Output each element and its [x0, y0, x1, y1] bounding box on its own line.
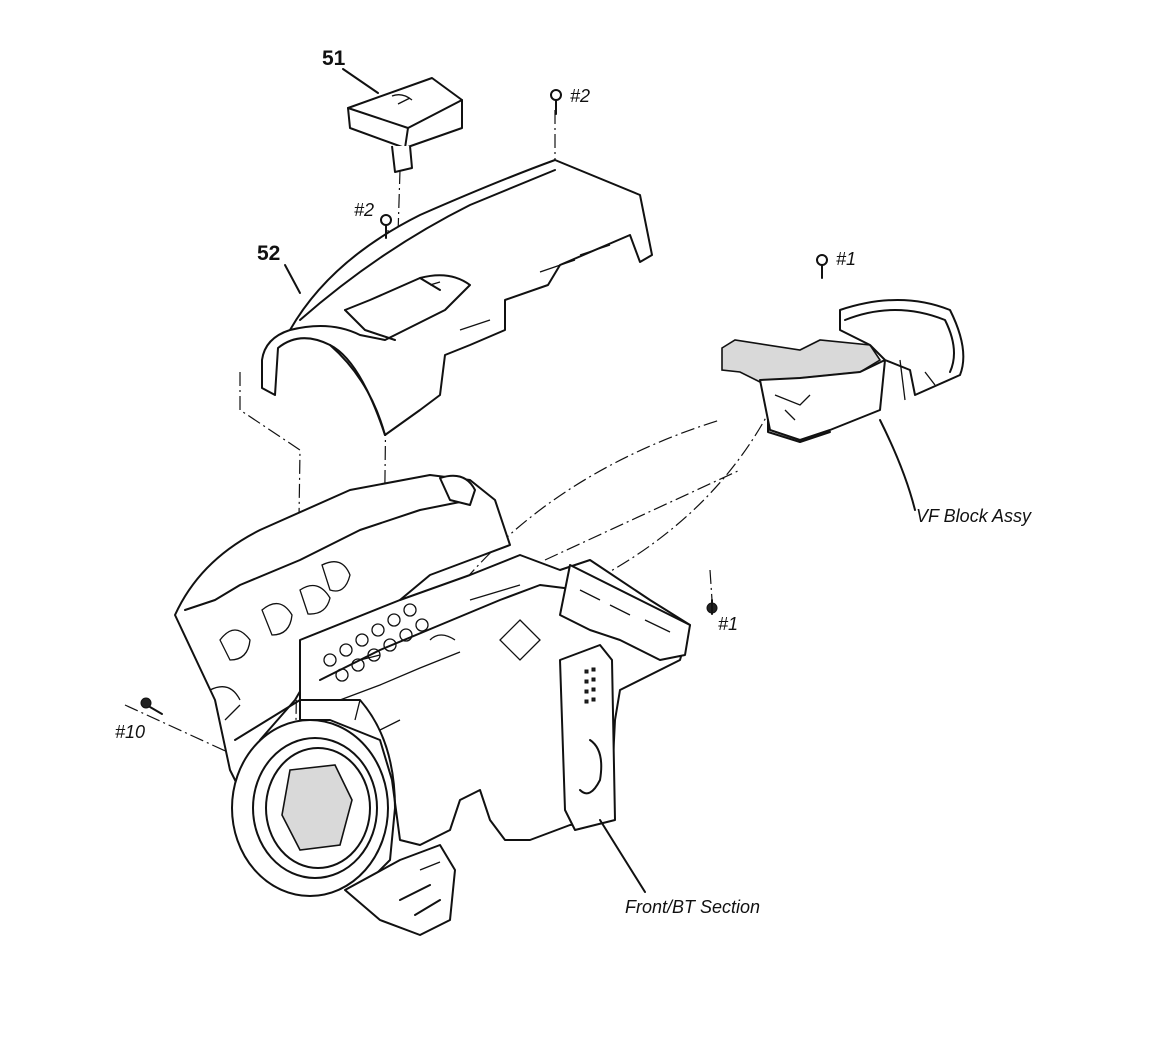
screw-label-1-vf: #1 [836, 249, 856, 269]
part-52-top-cover [261, 159, 653, 436]
screw-label-2-top: #2 [570, 86, 590, 106]
lens-barrel [231, 699, 401, 897]
part-number-52: 52 [257, 242, 280, 265]
screw-1-right-icon [706, 599, 718, 615]
leader-lines [284, 68, 916, 893]
screw-label-10: #10 [115, 722, 145, 742]
part-number-51: 51 [322, 47, 346, 70]
screw-1-vf-icon [816, 254, 828, 279]
front-bt-section-label: Front/BT Section [625, 897, 760, 917]
screw-label-2-mid: #2 [354, 200, 374, 220]
screws [140, 89, 828, 715]
screw-2-mid-icon [380, 214, 392, 239]
camera-body [174, 474, 691, 936]
vf-block-assy [721, 299, 965, 443]
screw-2-top-icon [550, 89, 562, 115]
labels: 51 52 #2 #2 #1 #1 #10 VF Block Assy Fron… [115, 47, 1032, 917]
screw-label-1-right: #1 [718, 614, 738, 634]
part-51-cap [347, 77, 463, 173]
screw-10-icon [140, 697, 163, 715]
vf-block-assy-label: VF Block Assy [916, 506, 1032, 526]
